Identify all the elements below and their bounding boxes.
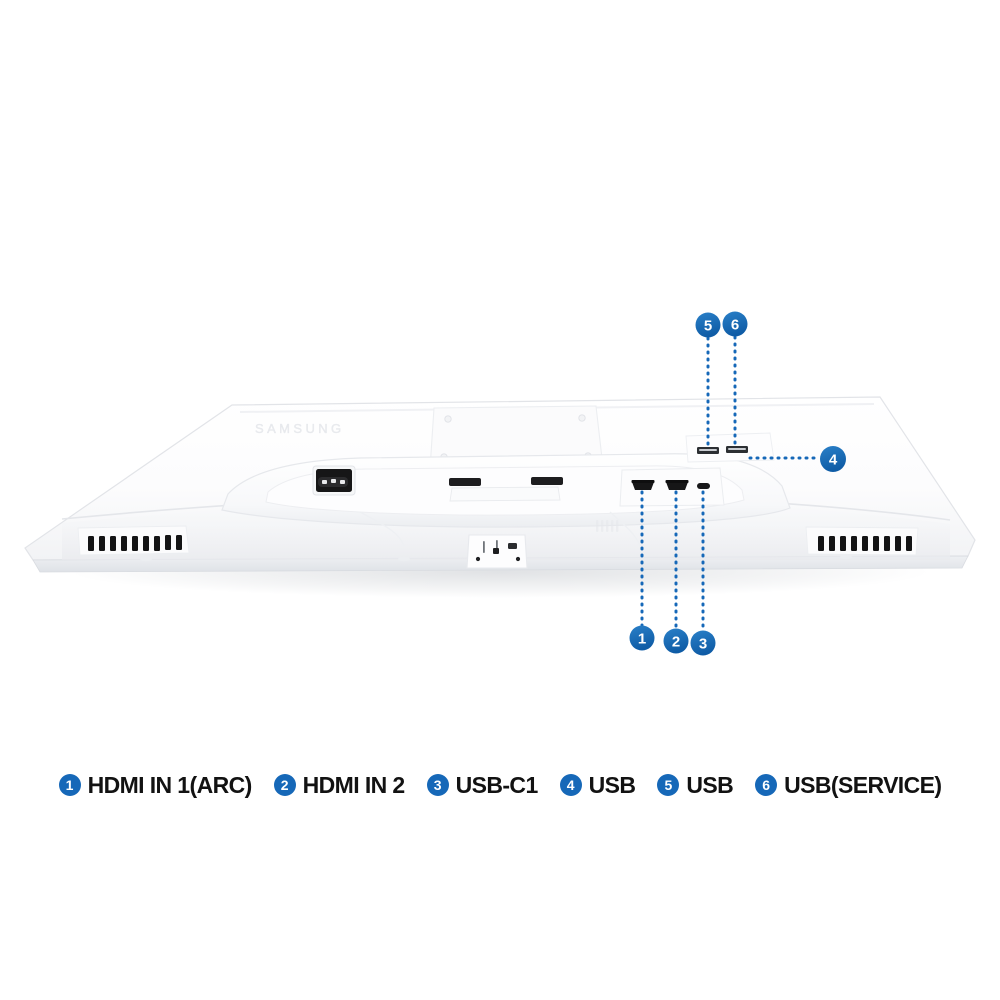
legend-item-1[interactable]: 1 HDMI IN 1(ARC) — [58, 771, 253, 799]
callout-badge-1[interactable]: 1 — [629, 625, 655, 651]
legend-badge-6-icon: 6 — [755, 774, 778, 796]
legend-item-6[interactable]: 6 USB(SERVICE) — [755, 771, 942, 799]
legend-item-3[interactable]: 3 USB-C1 — [426, 771, 539, 799]
stand-mount-slot-right — [531, 477, 563, 485]
port-legend: 1 HDMI IN 1(ARC) 2 HDMI IN 2 3 USB-C1 4 … — [0, 763, 1000, 807]
edge-nub-right — [840, 554, 852, 560]
legend-badge-5-icon: 5 — [657, 774, 680, 796]
legend-badge-2-icon: 2 — [273, 774, 296, 796]
panel-sculpt-line-right — [609, 511, 641, 547]
callout-badge-2[interactable]: 2 — [663, 628, 689, 654]
edge-nub-left — [140, 556, 152, 562]
micro-vent-hatch — [596, 520, 619, 532]
monitor-chassis: SAMSUNG — [24, 396, 976, 573]
callout-badge-2-number: 2 — [672, 634, 680, 651]
usb-service-port — [726, 446, 748, 453]
brand-logo: SAMSUNG — [255, 421, 345, 436]
callout-badge-3-number: 3 — [699, 636, 707, 653]
vent-grille-left — [77, 525, 190, 556]
legend-label-6: USB(SERVICE) — [784, 771, 942, 798]
legend-label-2: HDMI IN 2 — [302, 771, 406, 798]
callout-badge-6-number: 6 — [731, 317, 739, 334]
legend-item-5[interactable]: 5 USB — [657, 771, 734, 799]
legend-item-4[interactable]: 4 USB — [559, 771, 636, 799]
hdmi-in-1-port — [631, 480, 655, 490]
stand-mount-slot-left — [449, 478, 481, 486]
ac-power-inlet — [312, 465, 356, 496]
callout-badge-6[interactable]: 6 — [722, 311, 748, 337]
legend-badge-4-icon: 4 — [559, 774, 582, 796]
edge-nub-center — [398, 556, 410, 562]
cable-routing-slot — [449, 486, 561, 502]
vent-grille-right — [805, 526, 919, 556]
legend-label-1: HDMI IN 1(ARC) — [87, 771, 253, 798]
callout-badges: 1 2 3 4 5 6 — [629, 311, 846, 656]
callout-badge-5[interactable]: 5 — [695, 312, 721, 338]
usb-port-5 — [697, 447, 719, 454]
legend-item-2[interactable]: 2 HDMI IN 2 — [273, 771, 406, 799]
callout-badge-5-number: 5 — [704, 318, 712, 335]
legend-badge-1-icon: 1 — [58, 774, 81, 796]
legend-label-4: USB — [588, 771, 636, 798]
stand-neck-module — [466, 534, 528, 569]
usb-c1-port — [697, 483, 710, 489]
hdmi-in-2-port — [665, 480, 689, 490]
callout-leader-lines — [640, 335, 822, 633]
legend-badge-3-icon: 3 — [426, 774, 449, 796]
callout-badge-3[interactable]: 3 — [690, 630, 716, 656]
callout-badge-4[interactable]: 4 — [820, 446, 846, 472]
panel-sculpt-line-left — [359, 511, 405, 547]
legend-label-5: USB — [686, 771, 734, 798]
callout-badge-1-number: 1 — [638, 631, 646, 648]
callout-badge-4-number: 4 — [829, 452, 838, 469]
legend-label-3: USB-C1 — [455, 771, 539, 798]
